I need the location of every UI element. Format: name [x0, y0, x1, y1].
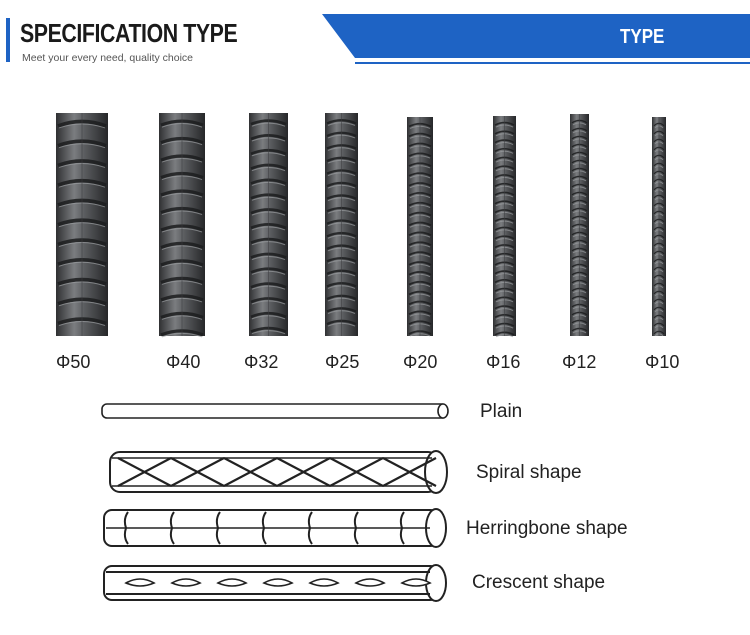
page-title: SPECIFICATION TYPE [20, 18, 238, 48]
size-label-40: Φ40 [166, 352, 201, 372]
plain-bar-icon [101, 403, 449, 419]
type-banner-label: TYPE [620, 26, 665, 48]
rebar-25 [325, 113, 358, 336]
size-label-10: Φ10 [645, 352, 680, 372]
size-label-16: Φ16 [486, 352, 521, 372]
page-subtitle: Meet your every need, quality choice [22, 52, 194, 64]
shape-label-spiral: Spiral shape [476, 462, 582, 483]
rebar-16 [493, 116, 516, 338]
shape-label-herringbone: Herringbone shape [466, 518, 628, 539]
crescent-bar-icon [103, 564, 447, 602]
rebar-12 [570, 114, 589, 336]
size-label-20: Φ20 [403, 352, 438, 372]
rebar-50 [56, 113, 108, 336]
size-label-25: Φ25 [325, 352, 360, 372]
shape-label-crescent: Crescent shape [472, 572, 606, 593]
type-banner [322, 14, 750, 64]
shape-label-plain: Plain [480, 401, 523, 422]
rebar-32 [249, 113, 288, 336]
header-accent-bar [6, 18, 10, 62]
rebar-10 [652, 117, 666, 337]
size-label-50: Φ50 [56, 352, 91, 372]
size-label-12: Φ12 [562, 352, 597, 372]
size-label-32: Φ32 [244, 352, 279, 372]
rebar-40 [159, 113, 205, 338]
rebar-20 [407, 117, 433, 337]
rebar-row [56, 113, 666, 338]
herringbone-bar-icon [103, 508, 447, 548]
spiral-bar-icon [109, 450, 448, 494]
